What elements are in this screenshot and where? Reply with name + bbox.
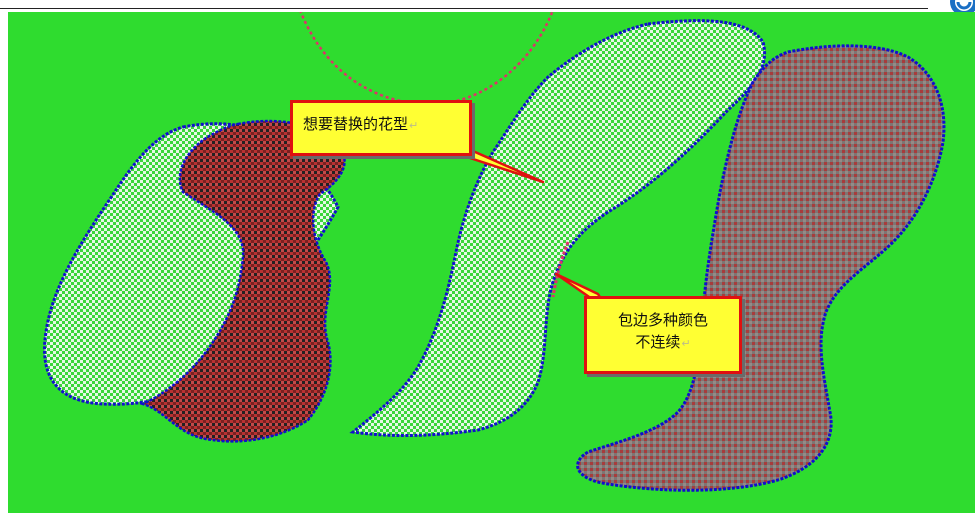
callout-border-line1: 包边多种颜色 (617, 311, 708, 329)
middle-light-shape (349, 19, 766, 438)
top-rule-line (0, 8, 928, 9)
callout-border-line2: 不连续 (635, 333, 681, 351)
paragraph-mark-icon: ↵ (681, 337, 691, 350)
callout-border: 包边多种颜色 不连续↵ (584, 296, 742, 374)
paragraph-mark-icon: ↵ (409, 119, 419, 132)
maroon-shape (139, 119, 346, 443)
callout-pattern-text: 想要替换的花型 (303, 115, 409, 133)
broken-border-segment (551, 241, 570, 298)
right-gray-shape (576, 44, 946, 492)
logo-icon (928, 0, 975, 18)
dotted-arc (299, 12, 554, 106)
embroidery-canvas (8, 12, 975, 513)
callout-pattern: 想要替换的花型↵ (290, 100, 472, 156)
